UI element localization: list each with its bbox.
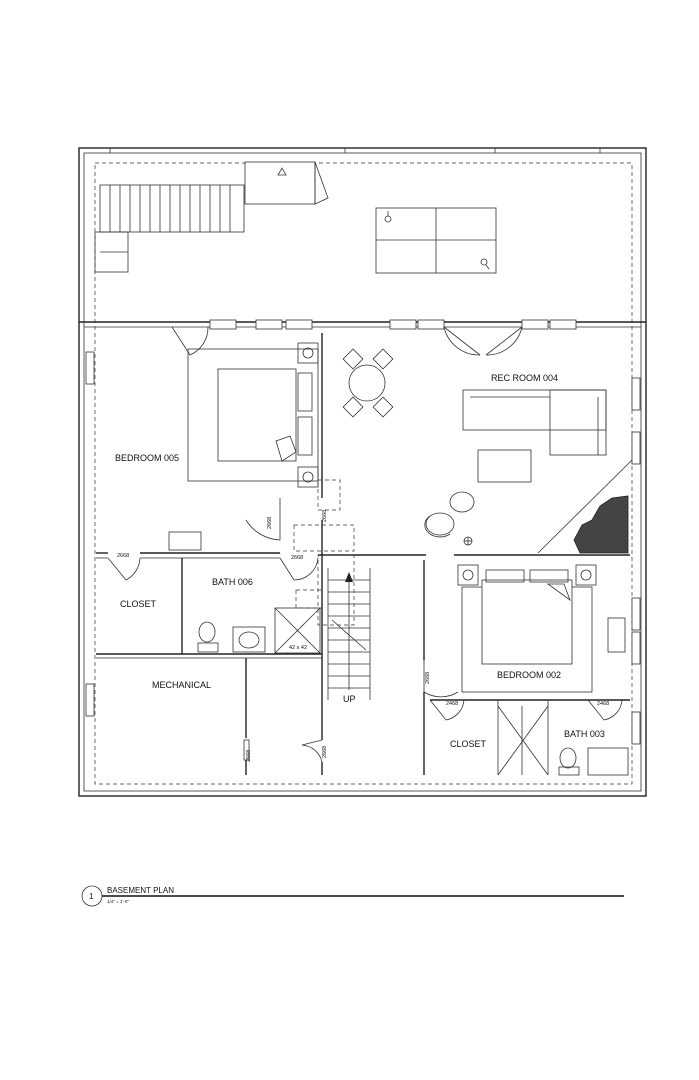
rec-dining-set — [342, 348, 394, 418]
stair-up-label: UP — [343, 694, 356, 704]
shower-size-label: 42 x 42 — [289, 645, 307, 651]
exterior-walls — [78, 147, 647, 797]
label-mechanical: MECHANICAL — [152, 680, 211, 690]
door-tag: 2668 — [246, 750, 252, 762]
bedroom-002-bed — [457, 564, 626, 693]
door-tag: 2668 — [291, 555, 303, 561]
door-tag: 2668 — [267, 517, 273, 529]
rec-lounge-chairs — [424, 491, 475, 546]
partition-windows — [171, 319, 577, 356]
rec-sectional-sofa — [462, 389, 607, 483]
upper-stairs — [94, 184, 245, 273]
bedroom-005-bed — [187, 348, 319, 482]
drawing-number: 1 — [89, 892, 94, 901]
label-bedroom-002: BEDROOM 002 — [497, 670, 561, 680]
rec-fireplace — [537, 459, 633, 554]
label-rec-room: REC ROOM 004 — [491, 373, 558, 383]
main-stair — [328, 572, 370, 690]
drawing-scale: 1/4" = 1'-0" — [107, 899, 129, 904]
door-tag: 2468 — [446, 701, 458, 707]
door-tag: 2468 — [597, 701, 609, 707]
overhead-dashed — [293, 479, 355, 626]
bath-003-fixtures — [558, 747, 629, 776]
upper-hatch — [244, 161, 329, 205]
label-bath-003: BATH 003 — [564, 729, 605, 739]
label-bedroom-005: BEDROOM 005 — [115, 453, 179, 463]
door-tag: 2668 — [425, 672, 431, 684]
label-bath-006: BATH 006 — [212, 577, 253, 587]
drawing-title: BASEMENT PLAN — [107, 886, 174, 895]
bedroom-005-nightstands — [168, 342, 319, 551]
side-windows — [85, 351, 641, 745]
label-closet-left: CLOSET — [120, 599, 157, 609]
bath-006-fixtures — [197, 589, 323, 654]
closet-002-rods — [497, 705, 549, 776]
door-tag: 2668 — [117, 553, 129, 559]
label-closet-right: CLOSET — [450, 739, 487, 749]
door-tag: 2668 — [322, 746, 328, 758]
door-tag: 2668 — [322, 510, 328, 522]
door-swings — [107, 498, 623, 763]
ping-pong-table — [375, 207, 497, 274]
title-block: 1 BASEMENT PLAN 1/4" = 1'-0" — [81, 885, 624, 907]
interior-walls — [96, 333, 630, 775]
